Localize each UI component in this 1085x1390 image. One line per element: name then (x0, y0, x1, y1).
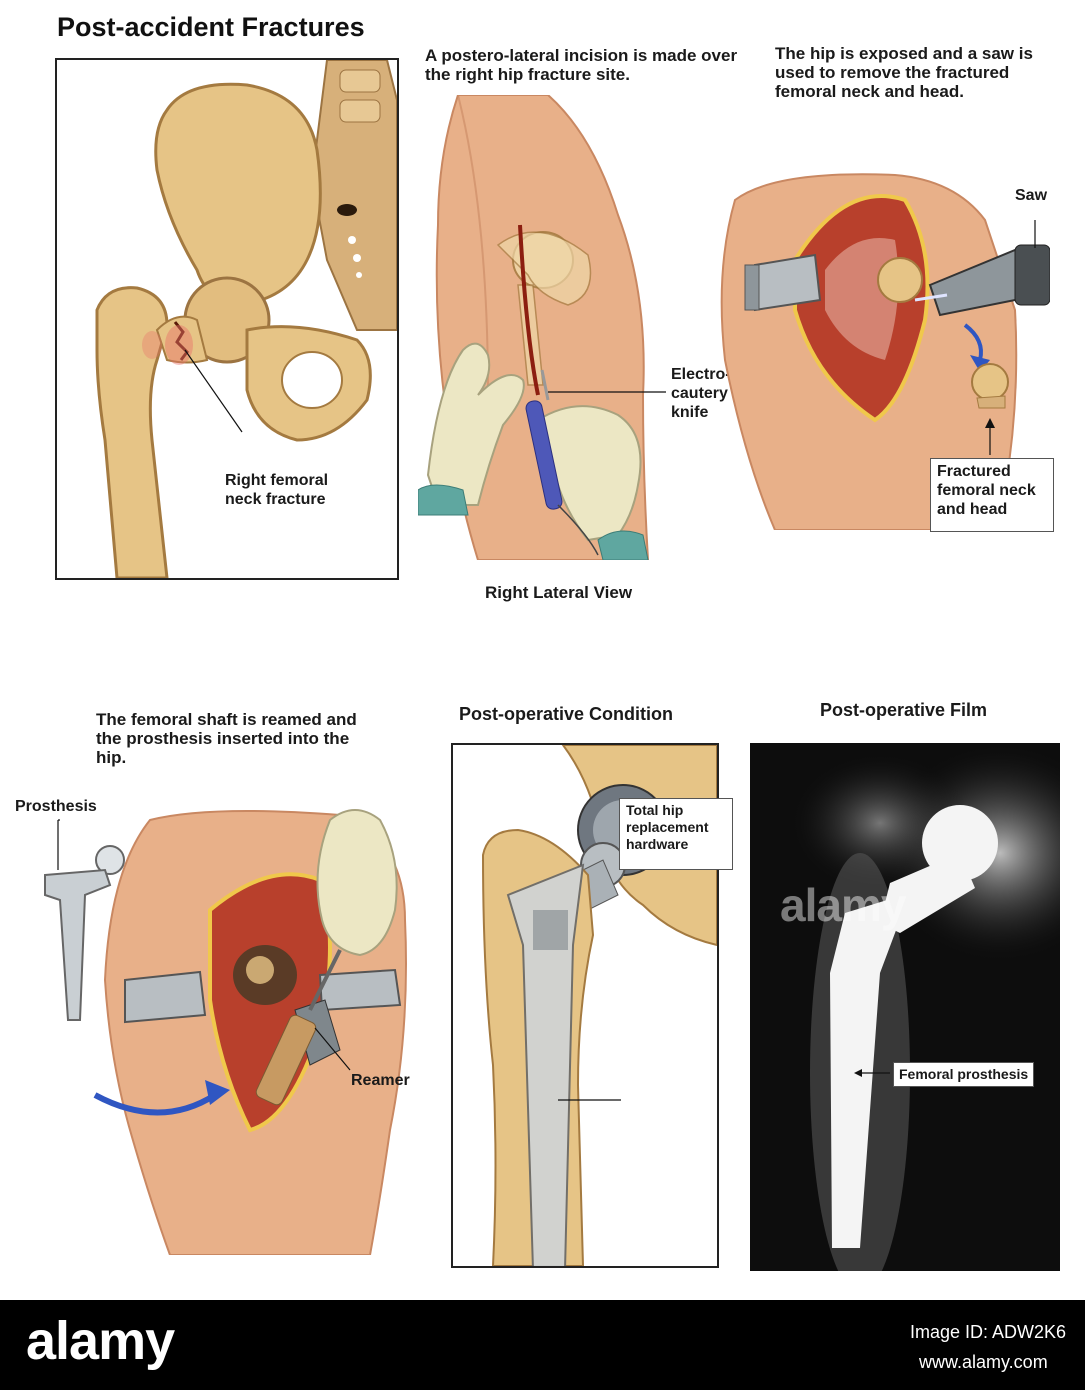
panel3-caption: The hip is exposed and a saw is used to … (775, 44, 1033, 101)
xray-watermark: alamy (780, 879, 906, 931)
saw-illustration (720, 173, 1050, 530)
panel4-caption: The femoral shaft is reamed and the pros… (96, 710, 357, 767)
xray-film: alamy (750, 743, 1060, 1271)
knife-label: Electro-cautery knife (671, 366, 731, 421)
postop-illustration (481, 745, 717, 1266)
femoral-prosthesis-label: Femoral prosthesis (893, 1062, 1035, 1087)
reaming-illustration (44, 809, 407, 1255)
footer-image-id: Image ID: ADW2K6 (910, 1322, 1067, 1342)
panel1-frame (55, 58, 399, 580)
panel1-title: Post-accident Fractures (57, 12, 365, 42)
reamer-label: Reamer (351, 1072, 410, 1089)
footer-brand-logo: alamy (26, 1311, 175, 1371)
view-label: Right Lateral View (485, 583, 633, 602)
hardware-label: Total hip replacement hardware (619, 798, 733, 870)
footer-site: www.alamy.com (919, 1352, 1048, 1372)
panel6-title: Post-operative Film (820, 700, 988, 720)
fracture-label: Right femoral neck fracture (225, 472, 329, 508)
pelvis-illustration (95, 60, 397, 578)
footer-bar: alamy Image ID: ADW2K6 www.alamy.com (0, 1300, 1085, 1390)
panel5-title: Post-operative Condition (459, 704, 674, 724)
fractured-head-label: Fractured femoral neck and head (930, 458, 1054, 532)
panel2-caption: A postero-lateral incision is made over … (425, 46, 738, 84)
saw-label: Saw (1015, 187, 1048, 204)
xray-image (790, 743, 1060, 1271)
incision-illustration (418, 95, 666, 560)
prosthesis-label: Prosthesis (15, 798, 97, 815)
